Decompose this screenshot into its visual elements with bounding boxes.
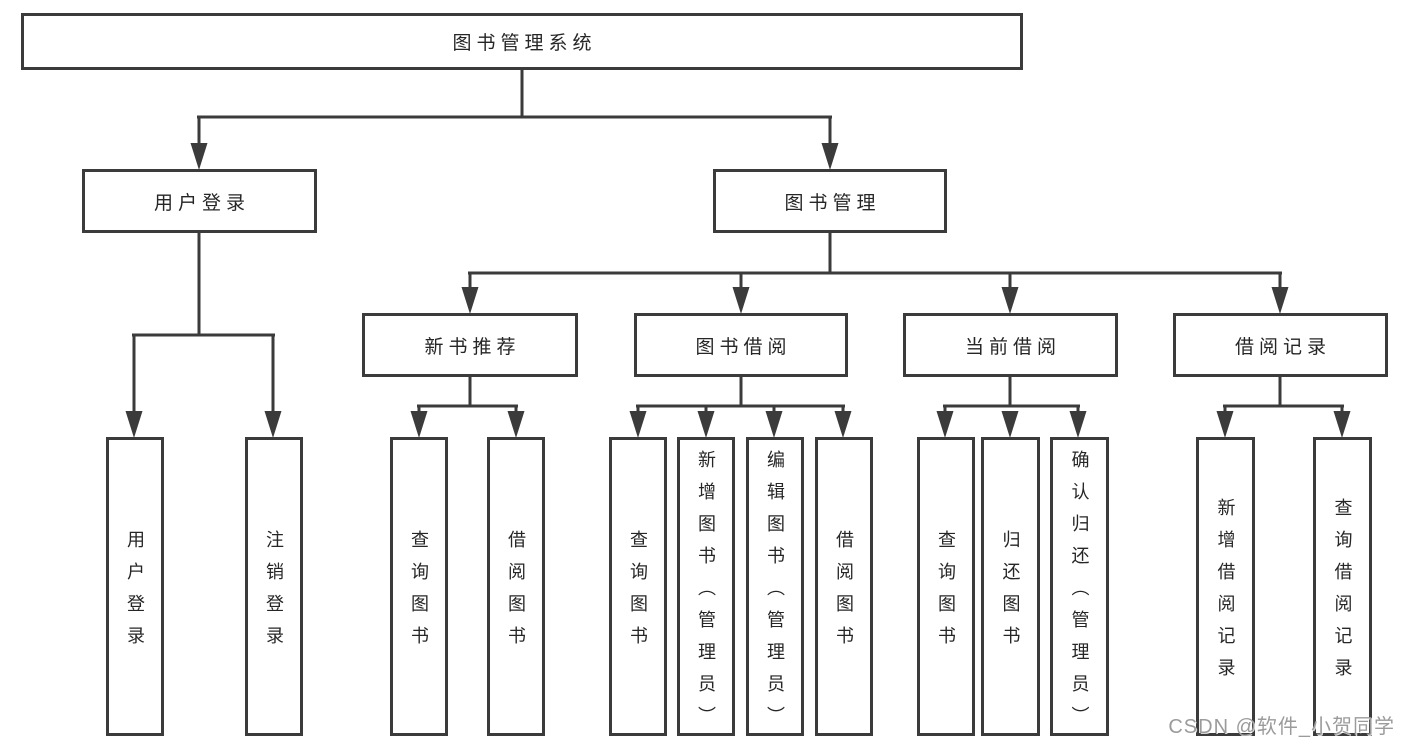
leaf-query-books-recommend: 查询图书	[390, 437, 448, 736]
leaf-borrow-books-label: 借阅图书	[834, 529, 854, 658]
leaf-query-books-borrowing-label: 查询图书	[628, 529, 648, 658]
node-library-management-system-label: 图书管理系统	[452, 33, 597, 54]
leaf-confirm-return-admin-label: 确认归还（管理员）	[1069, 449, 1090, 738]
leaf-logout-label: 注销登录	[264, 529, 284, 658]
leaf-edit-books-admin: 编辑图书（管理员）	[746, 437, 804, 738]
node-user-login-label: 用户登录	[153, 192, 250, 214]
node-borrowing-records: 借阅记录	[1173, 313, 1388, 377]
leaf-borrow-books-recommend-label: 借阅图书	[506, 529, 526, 658]
node-borrowing-records-label: 借阅记录	[1234, 336, 1331, 358]
leaf-add-borrow-record: 新增借阅记录	[1196, 437, 1255, 736]
leaf-confirm-return-admin: 确认归还（管理员）	[1050, 437, 1109, 738]
leaf-user-login-label: 用户登录	[125, 529, 145, 658]
leaf-user-login: 用户登录	[106, 437, 164, 736]
leaf-add-borrow-record-label: 新增借阅记录	[1215, 497, 1236, 690]
node-book-management-label: 图书管理	[784, 192, 881, 214]
node-current-borrowing-label: 当前借阅	[964, 336, 1061, 358]
node-book-management: 图书管理	[713, 169, 947, 233]
leaf-add-books-admin: 新增图书（管理员）	[677, 437, 735, 738]
leaf-query-books-current: 查询图书	[917, 437, 975, 736]
node-user-login: 用户登录	[82, 169, 317, 233]
leaf-logout: 注销登录	[245, 437, 303, 736]
csdn-watermark: CSDN @软件_小贺同学	[1168, 716, 1395, 738]
leaf-query-books-borrowing: 查询图书	[609, 437, 667, 736]
leaf-add-books-admin-label: 新增图书（管理员）	[696, 449, 716, 738]
leaf-query-borrow-record-label: 查询借阅记录	[1332, 497, 1353, 690]
leaf-query-borrow-record: 查询借阅记录	[1313, 437, 1372, 736]
leaf-borrow-books-recommend: 借阅图书	[487, 437, 545, 736]
node-library-management-system: 图书管理系统	[21, 13, 1023, 70]
leaf-edit-books-admin-label: 编辑图书（管理员）	[765, 449, 785, 738]
leaf-return-books: 归还图书	[981, 437, 1040, 736]
leaf-borrow-books: 借阅图书	[815, 437, 873, 736]
node-new-book-recommendation-label: 新书推荐	[424, 336, 521, 358]
node-book-borrowing: 图书借阅	[634, 313, 848, 377]
node-book-borrowing-label: 图书借阅	[695, 336, 792, 358]
node-new-book-recommendation: 新书推荐	[362, 313, 578, 377]
leaf-query-books-current-label: 查询图书	[936, 529, 956, 658]
node-current-borrowing: 当前借阅	[903, 313, 1118, 377]
leaf-query-books-recommend-label: 查询图书	[409, 529, 429, 658]
leaf-return-books-label: 归还图书	[1000, 529, 1021, 658]
